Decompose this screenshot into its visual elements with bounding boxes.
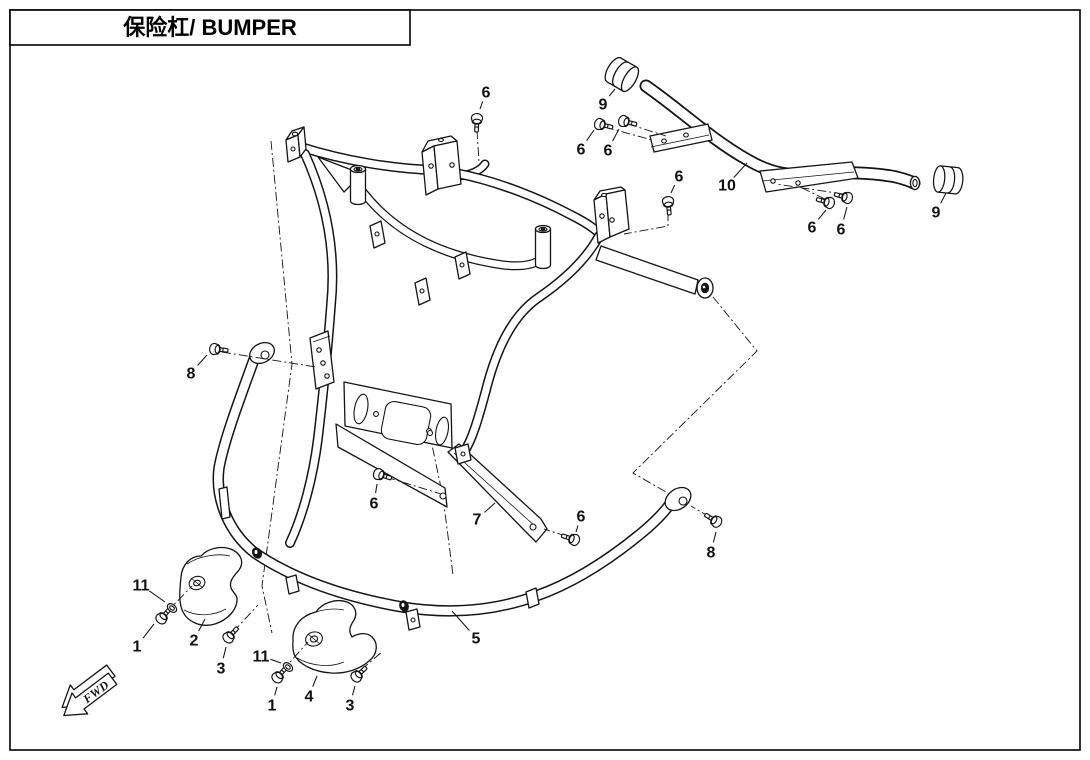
callout-leader-8-13 [712, 531, 717, 543]
frame-bracket-top-right [593, 186, 630, 244]
callout-leader-9-1 [608, 88, 616, 97]
callout-label-3-22: 3 [346, 698, 355, 715]
callout-leader-6-3 [612, 128, 620, 142]
cover-right [292, 599, 377, 674]
callout-label-7-11: 7 [473, 512, 482, 529]
callout-leader-3-22 [351, 685, 356, 696]
callout-label-6-8: 6 [837, 222, 846, 239]
callout-label-6-5: 6 [675, 169, 684, 186]
grab-bar-bracket-right [759, 161, 859, 193]
callout-label-4-21: 4 [305, 689, 314, 706]
callout-label-2-17: 2 [190, 633, 199, 650]
callout-label-6-10: 6 [370, 496, 379, 513]
end-cap-icon [931, 164, 965, 196]
frame-tab-brackets [369, 220, 471, 306]
callout-label-11-19: 11 [253, 649, 270, 666]
callout-leader-11-19 [270, 658, 282, 664]
frame-stub-left [349, 164, 367, 206]
page-title: 保险杠/ BUMPER [122, 15, 297, 40]
callout-leader-6-7 [817, 209, 827, 220]
callout-leader-6-5 [670, 184, 676, 194]
callout-label-6-3: 6 [604, 143, 613, 160]
callout-leader-6-2 [586, 129, 595, 141]
frame-gusset-plate [335, 423, 448, 508]
callout-label-8-9: 8 [187, 366, 196, 383]
callout-leader-9-6 [940, 192, 947, 204]
callout-leader-6-12 [575, 525, 579, 533]
callout-leader-5-14 [451, 610, 470, 631]
callout-leader-1-16 [142, 623, 155, 639]
bumper-frame [285, 126, 714, 548]
projection-lines-under [261, 140, 758, 634]
callout-leader-8-9 [197, 354, 208, 366]
callout-label-11-15: 11 [133, 578, 150, 595]
frame-u-bracket [285, 126, 307, 163]
page-border [9, 9, 1081, 751]
callout-label-1-20: 1 [268, 698, 277, 715]
callout-label-6-7: 6 [808, 220, 817, 237]
callout-label-6-2: 6 [577, 142, 586, 159]
support-brace [447, 443, 548, 543]
frame-arm-bushing [595, 245, 714, 299]
callout-leader-1-20 [274, 686, 278, 696]
callout-label-5-14: 5 [472, 631, 481, 648]
callout-label-3-18: 3 [217, 661, 226, 678]
frame-center-plate [343, 381, 453, 449]
callout-label-10-4: 10 [718, 178, 736, 195]
cover-left [179, 546, 243, 626]
bumper-tube [212, 341, 692, 631]
grab-bar [639, 79, 921, 193]
callout-label-1-16: 1 [133, 639, 142, 656]
callout-leader-6-10 [375, 483, 378, 494]
callout-label-9-6: 9 [932, 205, 941, 222]
bumper-eyelet-bolts [251, 547, 409, 612]
callout-leader-2-17 [198, 618, 206, 632]
callout-leader-7-11 [484, 502, 496, 513]
frame-side-bracket-left [309, 330, 335, 390]
callout-label-6-0: 6 [482, 85, 491, 102]
frame-stub-right [534, 224, 552, 270]
callout-label-6-12: 6 [577, 509, 586, 526]
bumper-mount-tabs [285, 574, 540, 631]
callout-leader-4-21 [312, 675, 318, 687]
callout-leader-6-8 [843, 206, 848, 220]
grab-bar-bracket-left [649, 123, 713, 153]
callout-leader-10-4 [733, 162, 748, 178]
callout-leader-11-15 [148, 590, 166, 603]
callout-label-9-1: 9 [599, 97, 608, 114]
bumper-stay-tab [218, 486, 231, 520]
callout-leader-6-0 [479, 101, 484, 110]
callout-leader-3-18 [222, 646, 227, 659]
title-box [9, 9, 411, 46]
frame-bracket-top-middle [421, 135, 462, 196]
callout-label-8-13: 8 [707, 545, 716, 562]
